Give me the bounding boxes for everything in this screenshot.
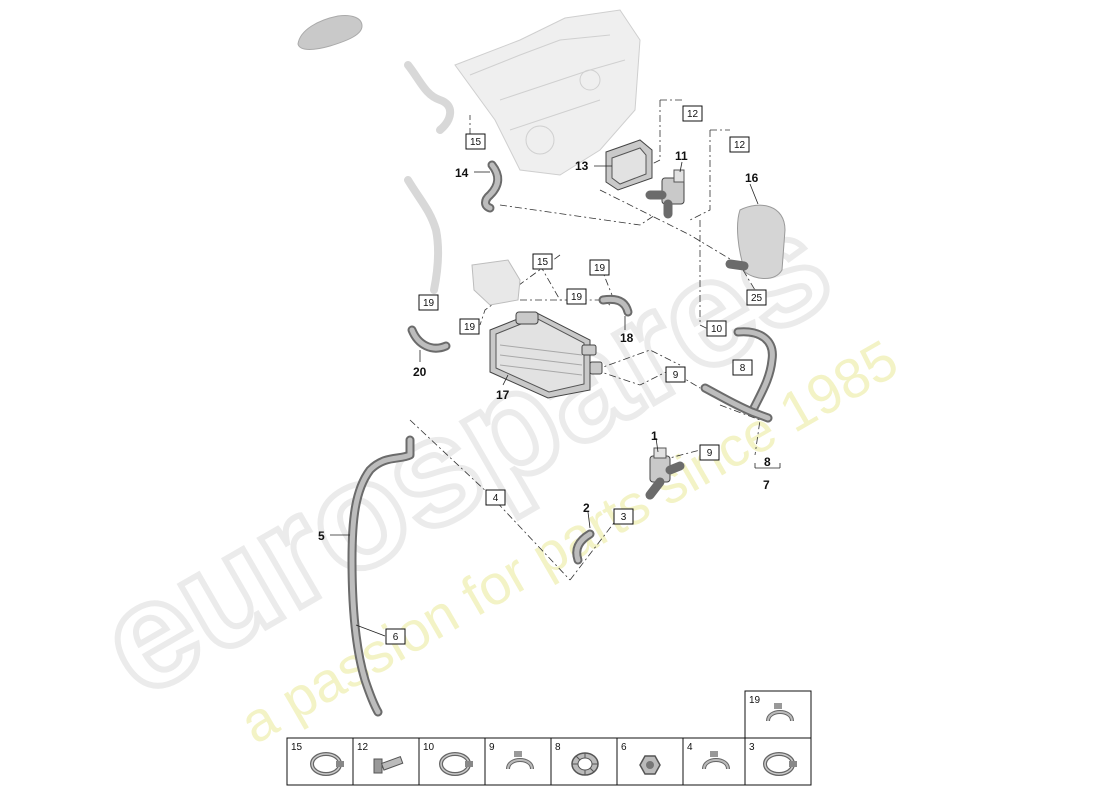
callout-1: 1 xyxy=(651,429,658,443)
ref-box-4: 4 xyxy=(485,489,506,506)
part-16-heat-shield xyxy=(725,204,786,279)
boxed-references: 12 12 15 15 19 19 19 19 xyxy=(385,105,767,645)
svg-text:9: 9 xyxy=(673,370,679,381)
part-17-cooler xyxy=(489,311,603,399)
svg-text:10: 10 xyxy=(423,742,435,753)
ref-box-25: 25 xyxy=(746,289,767,306)
svg-text:3: 3 xyxy=(749,742,755,753)
svg-text:12: 12 xyxy=(734,140,746,151)
hose-clamp-icon xyxy=(439,752,473,776)
svg-text:9: 9 xyxy=(707,448,713,459)
callout-14: 14 xyxy=(455,166,469,180)
legend-cell-6: 6 xyxy=(616,737,684,786)
ref-box-9-upper: 9 xyxy=(665,366,686,383)
ref-box-10: 10 xyxy=(706,320,727,337)
part-1-valve xyxy=(645,447,685,500)
part-8-hose-assembly xyxy=(700,327,777,423)
svg-text:3: 3 xyxy=(621,512,627,523)
ref-box-9-lower: 9 xyxy=(699,444,720,461)
part-2-hose xyxy=(572,529,595,565)
bolt-icon xyxy=(373,756,404,774)
legend-cell-8: 8 xyxy=(550,737,618,786)
legend-cell-3: 3 xyxy=(744,737,812,786)
legend-cell-15: 15 xyxy=(286,737,354,786)
callout-5: 5 xyxy=(318,529,325,543)
callout-17: 17 xyxy=(496,388,510,402)
svg-text:8: 8 xyxy=(555,742,561,753)
svg-text:8: 8 xyxy=(740,363,746,374)
legend-cell-10: 10 xyxy=(418,737,486,786)
svg-text:4: 4 xyxy=(687,742,693,753)
fastener-legend: 19 15 12 10 xyxy=(286,690,812,786)
callout-2: 2 xyxy=(583,501,590,515)
svg-text:19: 19 xyxy=(423,298,435,309)
part-11-valve xyxy=(645,169,685,219)
ref-box-19-top: 19 xyxy=(589,259,610,276)
callout-7: 7 xyxy=(763,478,770,492)
svg-text:25: 25 xyxy=(751,293,763,304)
svg-text:19: 19 xyxy=(571,292,583,303)
legend-cell-12: 12 xyxy=(352,737,420,786)
hose-clamp-icon xyxy=(310,752,344,776)
callout-13: 13 xyxy=(575,159,589,173)
svg-text:10: 10 xyxy=(711,324,723,335)
legend-cell-4: 4 xyxy=(682,737,746,786)
car-silhouette-icon xyxy=(297,15,363,50)
svg-text:4: 4 xyxy=(493,493,499,504)
ref-box-3: 3 xyxy=(613,508,634,525)
svg-text:9: 9 xyxy=(489,742,495,753)
nut-icon xyxy=(639,755,661,775)
hose-clamp-icon xyxy=(763,752,797,776)
ghost-pipe-upper xyxy=(404,61,455,134)
svg-text:12: 12 xyxy=(357,742,369,753)
callout-11: 11 xyxy=(675,149,688,163)
ref-box-6: 6 xyxy=(385,628,406,645)
callout-labels: 13 11 14 16 17 18 20 1 2 5 8 7 xyxy=(318,149,771,543)
part-5-long-hose xyxy=(347,435,415,717)
ref-box-19-center: 19 xyxy=(566,288,587,305)
transmission-ghost xyxy=(454,9,641,176)
ref-box-8: 8 xyxy=(732,359,753,376)
svg-text:15: 15 xyxy=(291,742,303,753)
svg-text:19: 19 xyxy=(749,695,761,706)
legend-cell-9: 9 xyxy=(484,737,552,786)
spring-clip-icon xyxy=(766,703,794,722)
svg-text:6: 6 xyxy=(621,742,627,753)
ribbed-clip-icon xyxy=(571,752,599,776)
ref-box-19-lower: 19 xyxy=(459,318,480,335)
legend-cell-19: 19 xyxy=(744,690,812,739)
ref-box-12-right: 12 xyxy=(729,136,750,153)
callout-18: 18 xyxy=(620,331,634,345)
svg-text:15: 15 xyxy=(470,137,482,148)
spring-clip-icon xyxy=(506,751,534,770)
spring-clip-icon xyxy=(702,751,730,770)
svg-text:15: 15 xyxy=(537,257,549,268)
support-bracket xyxy=(471,259,521,306)
part-20-hose xyxy=(407,325,451,353)
part-13-bracket xyxy=(605,139,653,191)
svg-text:19: 19 xyxy=(464,322,476,333)
callout-leaders xyxy=(330,161,781,637)
ref-box-12-upper: 12 xyxy=(682,105,703,122)
callout-8: 8 xyxy=(764,455,771,469)
callout-16: 16 xyxy=(745,171,759,185)
part-14-hose xyxy=(481,160,503,213)
callout-20: 20 xyxy=(413,365,427,379)
ref-box-15-upper: 15 xyxy=(465,133,486,150)
svg-text:6: 6 xyxy=(393,632,399,643)
svg-text:12: 12 xyxy=(687,109,699,120)
ref-box-19-left: 19 xyxy=(418,294,439,311)
svg-text:19: 19 xyxy=(594,263,606,274)
ref-box-15-middle: 15 xyxy=(532,253,553,270)
ghost-pipe-lower xyxy=(404,176,443,294)
part-18-hose xyxy=(598,294,633,317)
